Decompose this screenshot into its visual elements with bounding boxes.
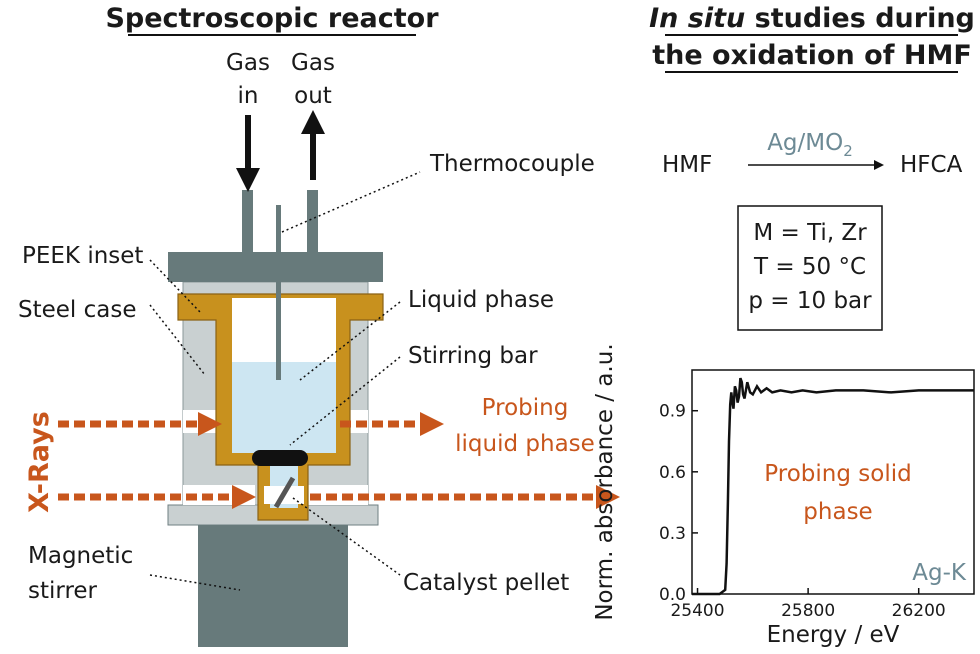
peek-inset-label: PEEK inset [22, 243, 143, 269]
reactor-lid [168, 252, 383, 282]
gas-in-label-2: in [238, 83, 259, 109]
y-tick-label: 0.3 [659, 524, 686, 544]
stirring-bar [252, 450, 308, 466]
probing-solid-label-2: phase [803, 499, 872, 525]
leader-thermocouple [281, 171, 421, 233]
leader-lines [149, 171, 421, 591]
leader-stirbar [289, 356, 401, 446]
spectrum-line [692, 377, 974, 596]
probing-liquid-label-2: liquid phase [455, 431, 595, 457]
reaction-arrow-head [874, 160, 884, 170]
leader-pellet [292, 497, 401, 576]
gas-in-pipe [242, 190, 253, 252]
leader-stirrer [149, 574, 241, 591]
magnetic-stirrer-label-1: Magnetic [28, 543, 133, 569]
probing-liquid-label-1: Probing [482, 395, 569, 421]
xray-upper-out-head [420, 412, 444, 436]
y-tick-label: 0.0 [659, 585, 686, 605]
headspace [232, 298, 336, 362]
x-axis-label: Energy / eV [767, 622, 900, 648]
catalyst-pellet-label: Catalyst pellet [403, 570, 569, 596]
edge-label: Ag-K [912, 560, 967, 586]
magnetic-stirrer-label-2: stirrer [28, 578, 98, 604]
y-tick-label: 0.9 [659, 402, 686, 422]
steel-case-label: Steel case [18, 297, 137, 323]
gas-out-label-1: Gas [291, 50, 335, 76]
probing-solid-label-1: Probing solid [764, 461, 911, 487]
thermocouple-label: Thermocouple [429, 151, 595, 177]
plot-frame [691, 369, 975, 595]
x-axis-ticks: 25400 25800 26200 [670, 588, 946, 621]
right-title-rest: studies during [745, 3, 975, 34]
condition-2: T = 50 °C [753, 254, 866, 280]
catalyst-main: Ag/MO [767, 130, 843, 156]
x-tick-label: 25800 [781, 601, 835, 621]
gas-in-label-1: Gas [226, 50, 270, 76]
xray-upper-in-head [198, 412, 222, 436]
leader-peek [149, 259, 201, 313]
right-title-line2: the oxidation of HMF [652, 40, 972, 71]
xray-lower-in-head [232, 485, 256, 509]
thermocouple-rod [276, 205, 281, 380]
gas-out-label-2: out [294, 83, 332, 109]
xray-lower-out-head [596, 485, 620, 509]
liquid-phase-label: Liquid phase [408, 287, 554, 313]
x-tick-label: 26200 [892, 601, 946, 621]
y-tick-label: 0.6 [659, 463, 686, 483]
xray-beams [58, 412, 620, 509]
xanes-chart: 0.0 0.3 0.6 0.9 25400 25800 26200 Norm. absor… [592, 343, 975, 648]
condition-1: M = Ti, Zr [753, 220, 867, 246]
product-label: HFCA [900, 152, 963, 178]
y-axis-label: Norm. absorbance / a.u. [592, 343, 618, 620]
x-tick-label: 25400 [670, 601, 724, 621]
stirring-bar-label: Stirring bar [408, 343, 538, 369]
catalyst-subscript: 2 [843, 142, 853, 160]
magnetic-stirrer-block [198, 525, 348, 647]
right-title-line1: In situ studies during [649, 3, 975, 34]
catalyst-label: Ag/MO2 [767, 130, 853, 160]
liquid [232, 362, 336, 453]
conditions-box [737, 205, 883, 331]
condition-3: p = 10 bar [748, 288, 872, 314]
left-title: Spectroscopic reactor [105, 3, 439, 34]
gas-out-pipe [307, 190, 318, 252]
catalyst-pellet [273, 476, 296, 509]
right-title-italic: In situ [649, 3, 745, 34]
reactant-label: HMF [662, 152, 712, 178]
leader-liquid [299, 301, 401, 381]
xrays-label: X-Rays [24, 411, 55, 513]
